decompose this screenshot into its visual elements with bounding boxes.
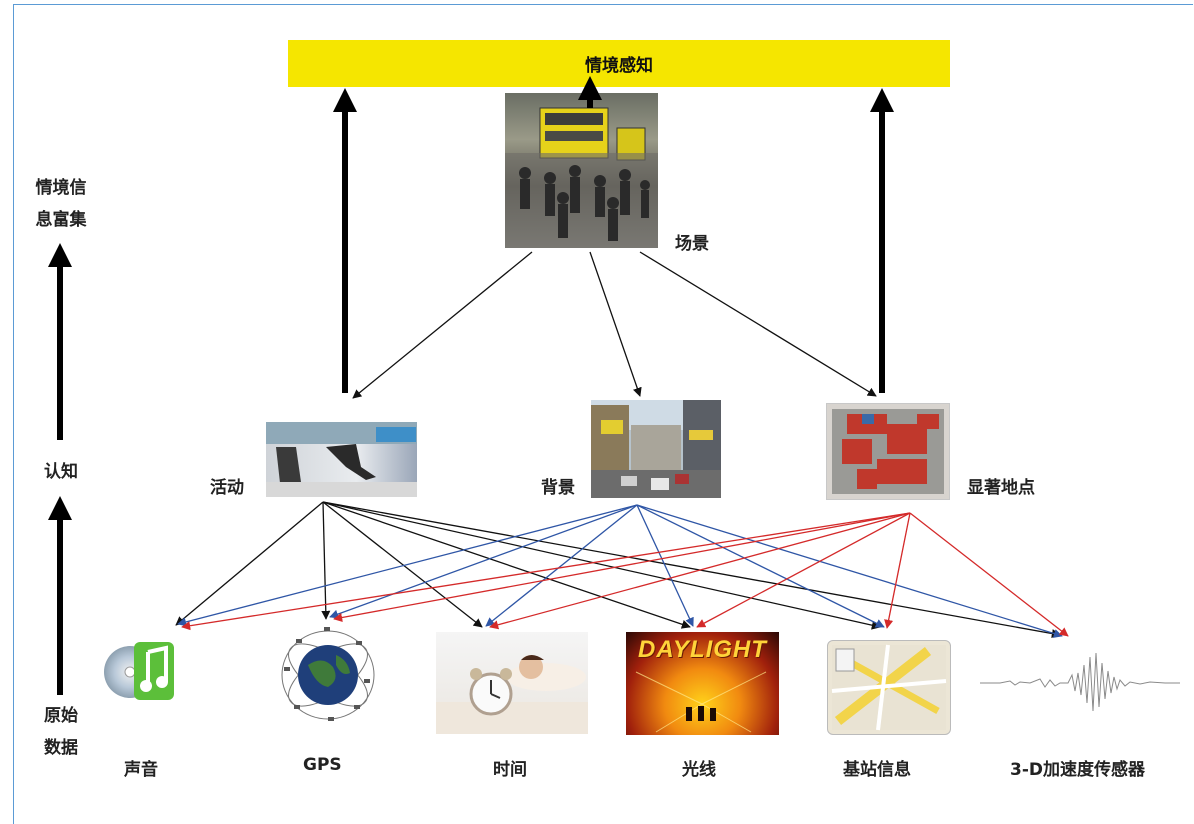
background-illustration [591,400,721,498]
context-awareness-banner: 情境感知 [288,40,950,87]
sound-label: 声音 [124,760,158,780]
activity-label: 活动 [210,478,244,498]
side-bottom-label: 原始数据 [31,700,91,764]
accel-image [980,645,1180,720]
scene-to-background-link [589,251,642,397]
background-label: 背景 [541,478,575,498]
scene-illustration [505,107,658,248]
scene-image [505,93,658,248]
banner-title: 情境感知 [585,56,653,76]
map-icon [831,644,947,731]
accel-label: 3-D加速度传感器 [1010,760,1145,780]
globe-icon [281,627,375,721]
activity-links [175,501,1061,639]
scene-to-activity-link [352,251,533,399]
side-bottom-text: 原始数据 [44,706,78,758]
activity-illustration [266,422,417,497]
places-label: 显著地点 [967,478,1035,498]
scene-label: 场景 [675,234,709,254]
activity-image [266,422,417,497]
light-rays-illustration [635,671,767,733]
cell-label: 基站信息 [843,760,911,780]
time-label: 时间 [493,760,527,780]
sound-image [100,632,180,707]
scene-to-places-link [639,251,877,397]
light-label: 光线 [682,760,716,780]
time-image [436,632,588,734]
places-heatmap [832,409,944,494]
waveform-icon [980,652,1180,712]
background-links [177,504,1063,638]
gps-label: GPS [303,755,342,775]
music-note-icon [104,642,174,700]
daylight-title: DAYLIGHT [638,636,767,663]
places-links [181,512,1069,637]
alarm-clock-illustration [436,655,588,734]
side-top-label: 情境信息富集 [31,172,91,236]
side-middle-label: 认知 [44,462,78,482]
places-image [826,403,950,500]
background-image [591,400,721,498]
gps-image [278,625,378,725]
side-top-text: 情境信息富集 [35,178,87,230]
figure-frame [13,4,1193,824]
light-image: DAYLIGHT [626,632,779,735]
cell-image [827,640,951,735]
